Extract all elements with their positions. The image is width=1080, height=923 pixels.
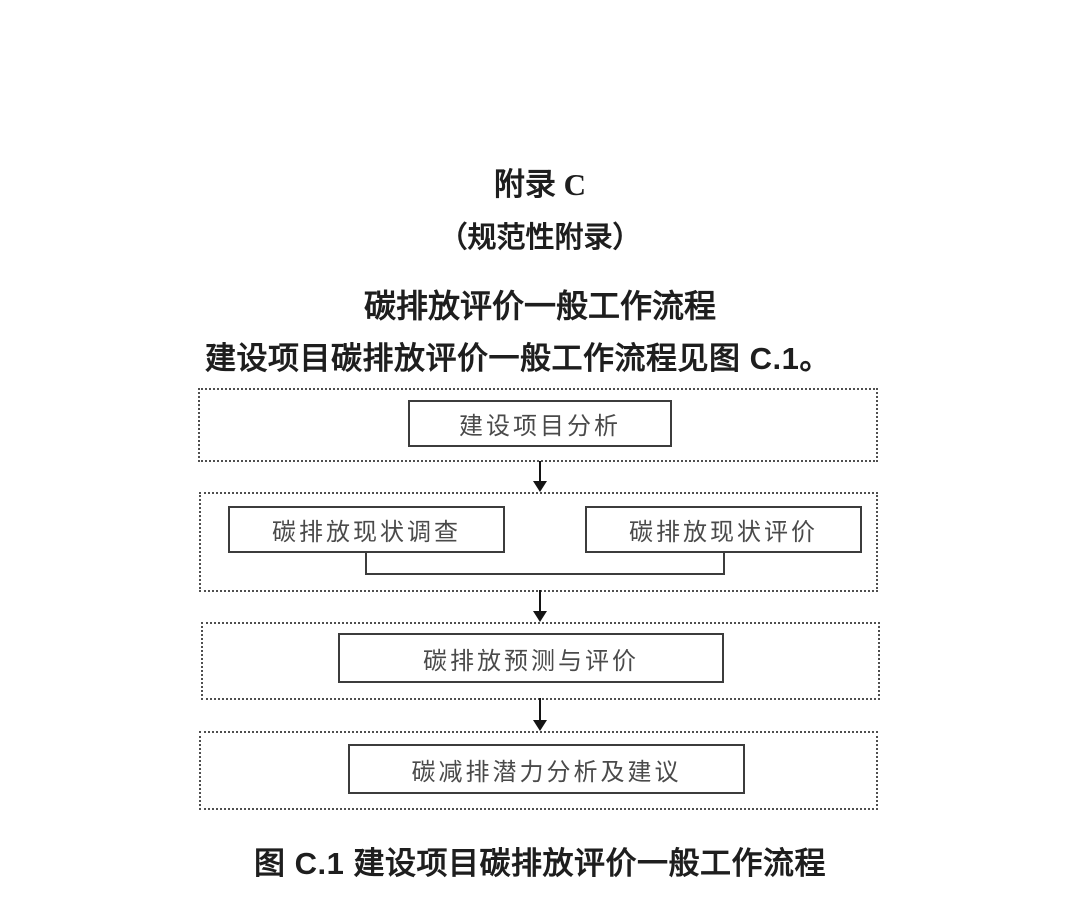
arrow-shaft bbox=[539, 590, 541, 611]
arrow-head bbox=[533, 720, 547, 731]
arrow-shaft bbox=[539, 698, 541, 720]
connector-line-left bbox=[365, 553, 367, 575]
connector-line-horizontal bbox=[365, 573, 725, 575]
arrow-down-icon bbox=[532, 698, 548, 731]
arrow-down-icon bbox=[532, 461, 548, 492]
flow-stage-group-1: 建设项目分析 bbox=[198, 388, 878, 462]
flow-node-reduction-potential: 碳减排潜力分析及建议 bbox=[348, 744, 745, 794]
arrow-shaft bbox=[539, 461, 541, 481]
arrow-head bbox=[533, 481, 547, 492]
section-heading: 碳排放评价一般工作流程 bbox=[363, 288, 716, 324]
arrow-down-icon bbox=[532, 590, 548, 622]
figure-caption: 图 C.1 建设项目碳排放评价一般工作流程 bbox=[254, 846, 826, 881]
intro-paragraph: 建设项目碳排放评价一般工作流程见图 C.1。 bbox=[205, 341, 831, 376]
appendix-heading: 附录 C bbox=[493, 167, 587, 202]
flow-node-status-evaluation: 碳排放现状评价 bbox=[585, 506, 862, 553]
flow-stage-group-4: 碳减排潜力分析及建议 bbox=[199, 731, 878, 810]
flow-stage-group-3: 碳排放预测与评价 bbox=[201, 622, 880, 700]
flow-node-status-survey: 碳排放现状调查 bbox=[228, 506, 505, 553]
flow-stage-group-2: 碳排放现状调查 碳排放现状评价 bbox=[199, 492, 878, 592]
normative-subheading: （规范性附录） bbox=[438, 222, 642, 254]
connector-line-right bbox=[723, 553, 725, 575]
flow-node-project-analysis: 建设项目分析 bbox=[408, 400, 672, 447]
arrow-head bbox=[533, 611, 547, 622]
flow-node-prediction-evaluation: 碳排放预测与评价 bbox=[338, 633, 724, 683]
